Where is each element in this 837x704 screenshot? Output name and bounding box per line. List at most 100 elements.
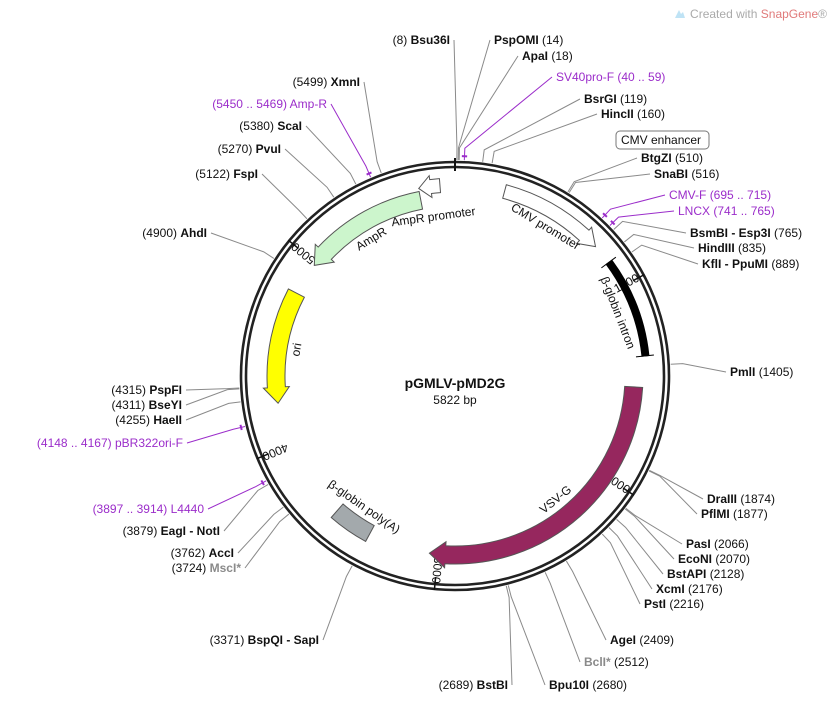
site-label: (5499) XmnI: [293, 75, 360, 89]
site-position: (2512): [614, 655, 649, 669]
site-leader: [223, 484, 269, 532]
site-labels: (8) Bsu36I PspOMI (14) ApaI (18) SV40pro-F …: [37, 33, 802, 692]
site-label: XcmI (2176): [656, 582, 723, 596]
site-name: LNCX: [678, 204, 710, 218]
site-leader: [567, 157, 638, 193]
site-position: (2409): [639, 633, 674, 647]
site-name: EagI - NotI: [161, 524, 220, 538]
site-name: AgeI: [610, 633, 636, 647]
site-name: CMV-F: [669, 188, 706, 202]
site-position: (3879): [123, 524, 158, 538]
cmv-enhancer-label: CMV enhancer: [621, 133, 701, 147]
site-name: BsrGI: [584, 92, 617, 106]
site-position: (5380): [239, 119, 274, 133]
site-name: PstI: [644, 597, 666, 611]
primer-mark: [602, 212, 608, 218]
site-name: MscI*: [210, 561, 242, 575]
site-label: CMV-F (695 .. 715): [669, 188, 771, 202]
tick-mark: [256, 453, 269, 460]
tick-mark: [433, 576, 437, 591]
site-position: (2680): [592, 678, 627, 692]
site-leader: [185, 388, 240, 406]
site-leader: [616, 518, 664, 575]
tick-mark: [622, 487, 635, 496]
site-position: (695 .. 715): [710, 188, 771, 202]
site-label: PflMI (1877): [701, 507, 768, 521]
site-name: BseYI: [149, 398, 182, 412]
site-leader: [609, 210, 675, 226]
site-name: BsmBI - Esp3I: [690, 226, 771, 240]
primer-mark: [366, 171, 372, 176]
site-position: (18): [551, 49, 572, 63]
site-leader: [244, 513, 290, 569]
site-position: (1405): [759, 365, 794, 379]
plasmid-backbone: [239, 158, 671, 592]
site-position: (3897 .. 3914): [93, 502, 168, 516]
site-label: BclI* (2512): [584, 655, 649, 669]
feature-shape: [418, 174, 442, 199]
feature--globin-intron: β-globin intron: [598, 256, 654, 358]
site-leader: [463, 76, 553, 161]
feature-shape: [262, 288, 306, 405]
cmv-enhancer-callout: CMV enhancer: [615, 130, 710, 150]
site-leader: [544, 572, 581, 663]
site-name: ApaI: [522, 49, 548, 63]
site-leader: [322, 565, 353, 641]
site-label: (4255) HaeII: [115, 413, 182, 427]
site-position: (8): [393, 33, 408, 47]
site-leader: [624, 233, 695, 249]
site-leader: [505, 585, 513, 686]
site-leader: [305, 125, 357, 185]
site-label: (4148 .. 4167) pBR322ori-F: [37, 436, 183, 450]
site-name: FspI: [233, 167, 258, 181]
site-label: PspOMI (14): [494, 33, 563, 47]
site-name: PspOMI: [494, 33, 539, 47]
site-position: (1874): [740, 492, 775, 506]
site-name: ScaI: [277, 119, 302, 133]
site-leader: [613, 220, 687, 234]
site-label: BsrGI (119): [584, 92, 647, 106]
feature-ori: ori: [262, 288, 306, 405]
tick-mark: [287, 239, 299, 249]
site-label: (5380) ScaI: [239, 119, 302, 133]
site-position: (765): [774, 226, 802, 240]
site-name: HincII: [601, 107, 634, 121]
site-leader: [568, 173, 651, 193]
site-leader: [185, 387, 240, 391]
site-label: (4311) BseYI: [112, 398, 183, 412]
site-position: (3371): [210, 633, 245, 647]
site-leader: [608, 527, 653, 590]
site-name: SV40pro-F: [556, 70, 614, 84]
site-leader: [458, 55, 519, 161]
feature--globin-poly-a-: β-globin poly(A): [326, 477, 403, 543]
site-position: (2176): [688, 582, 723, 596]
feature-cap: [601, 256, 617, 269]
site-position: (4311): [112, 398, 146, 412]
tick-label: 4000: [260, 440, 290, 463]
primer-mark: [260, 479, 265, 486]
site-position: (510): [675, 151, 703, 165]
site-name: Bsu36I: [411, 33, 450, 47]
site-name: L4440: [171, 502, 205, 516]
site-position: (2689): [439, 678, 474, 692]
site-position: (1877): [733, 507, 768, 521]
site-position: (4900): [142, 226, 177, 240]
site-label: BstAPI (2128): [667, 567, 744, 581]
site-position: (889): [771, 257, 799, 271]
site-name: PvuI: [256, 142, 281, 156]
site-name: XmnI: [331, 75, 360, 89]
site-leader: [624, 508, 675, 560]
site-position: (5499): [293, 75, 328, 89]
site-name: XcmI: [656, 582, 685, 596]
site-name: SnaBI: [654, 167, 688, 181]
site-label: HindIII (835): [698, 241, 766, 255]
site-name: HindIII: [698, 241, 735, 255]
site-label: SV40pro-F (40 .. 59): [556, 70, 665, 84]
cmv-enhancer-box: [615, 130, 710, 150]
site-name: KflI - PpuMI: [702, 257, 768, 271]
snapgene-watermark: Created with SnapGene®: [674, 7, 827, 21]
site-leader: [482, 98, 581, 162]
site-label: BtgZI (510): [641, 151, 703, 165]
plasmid-length: 5822 bp: [433, 393, 477, 407]
